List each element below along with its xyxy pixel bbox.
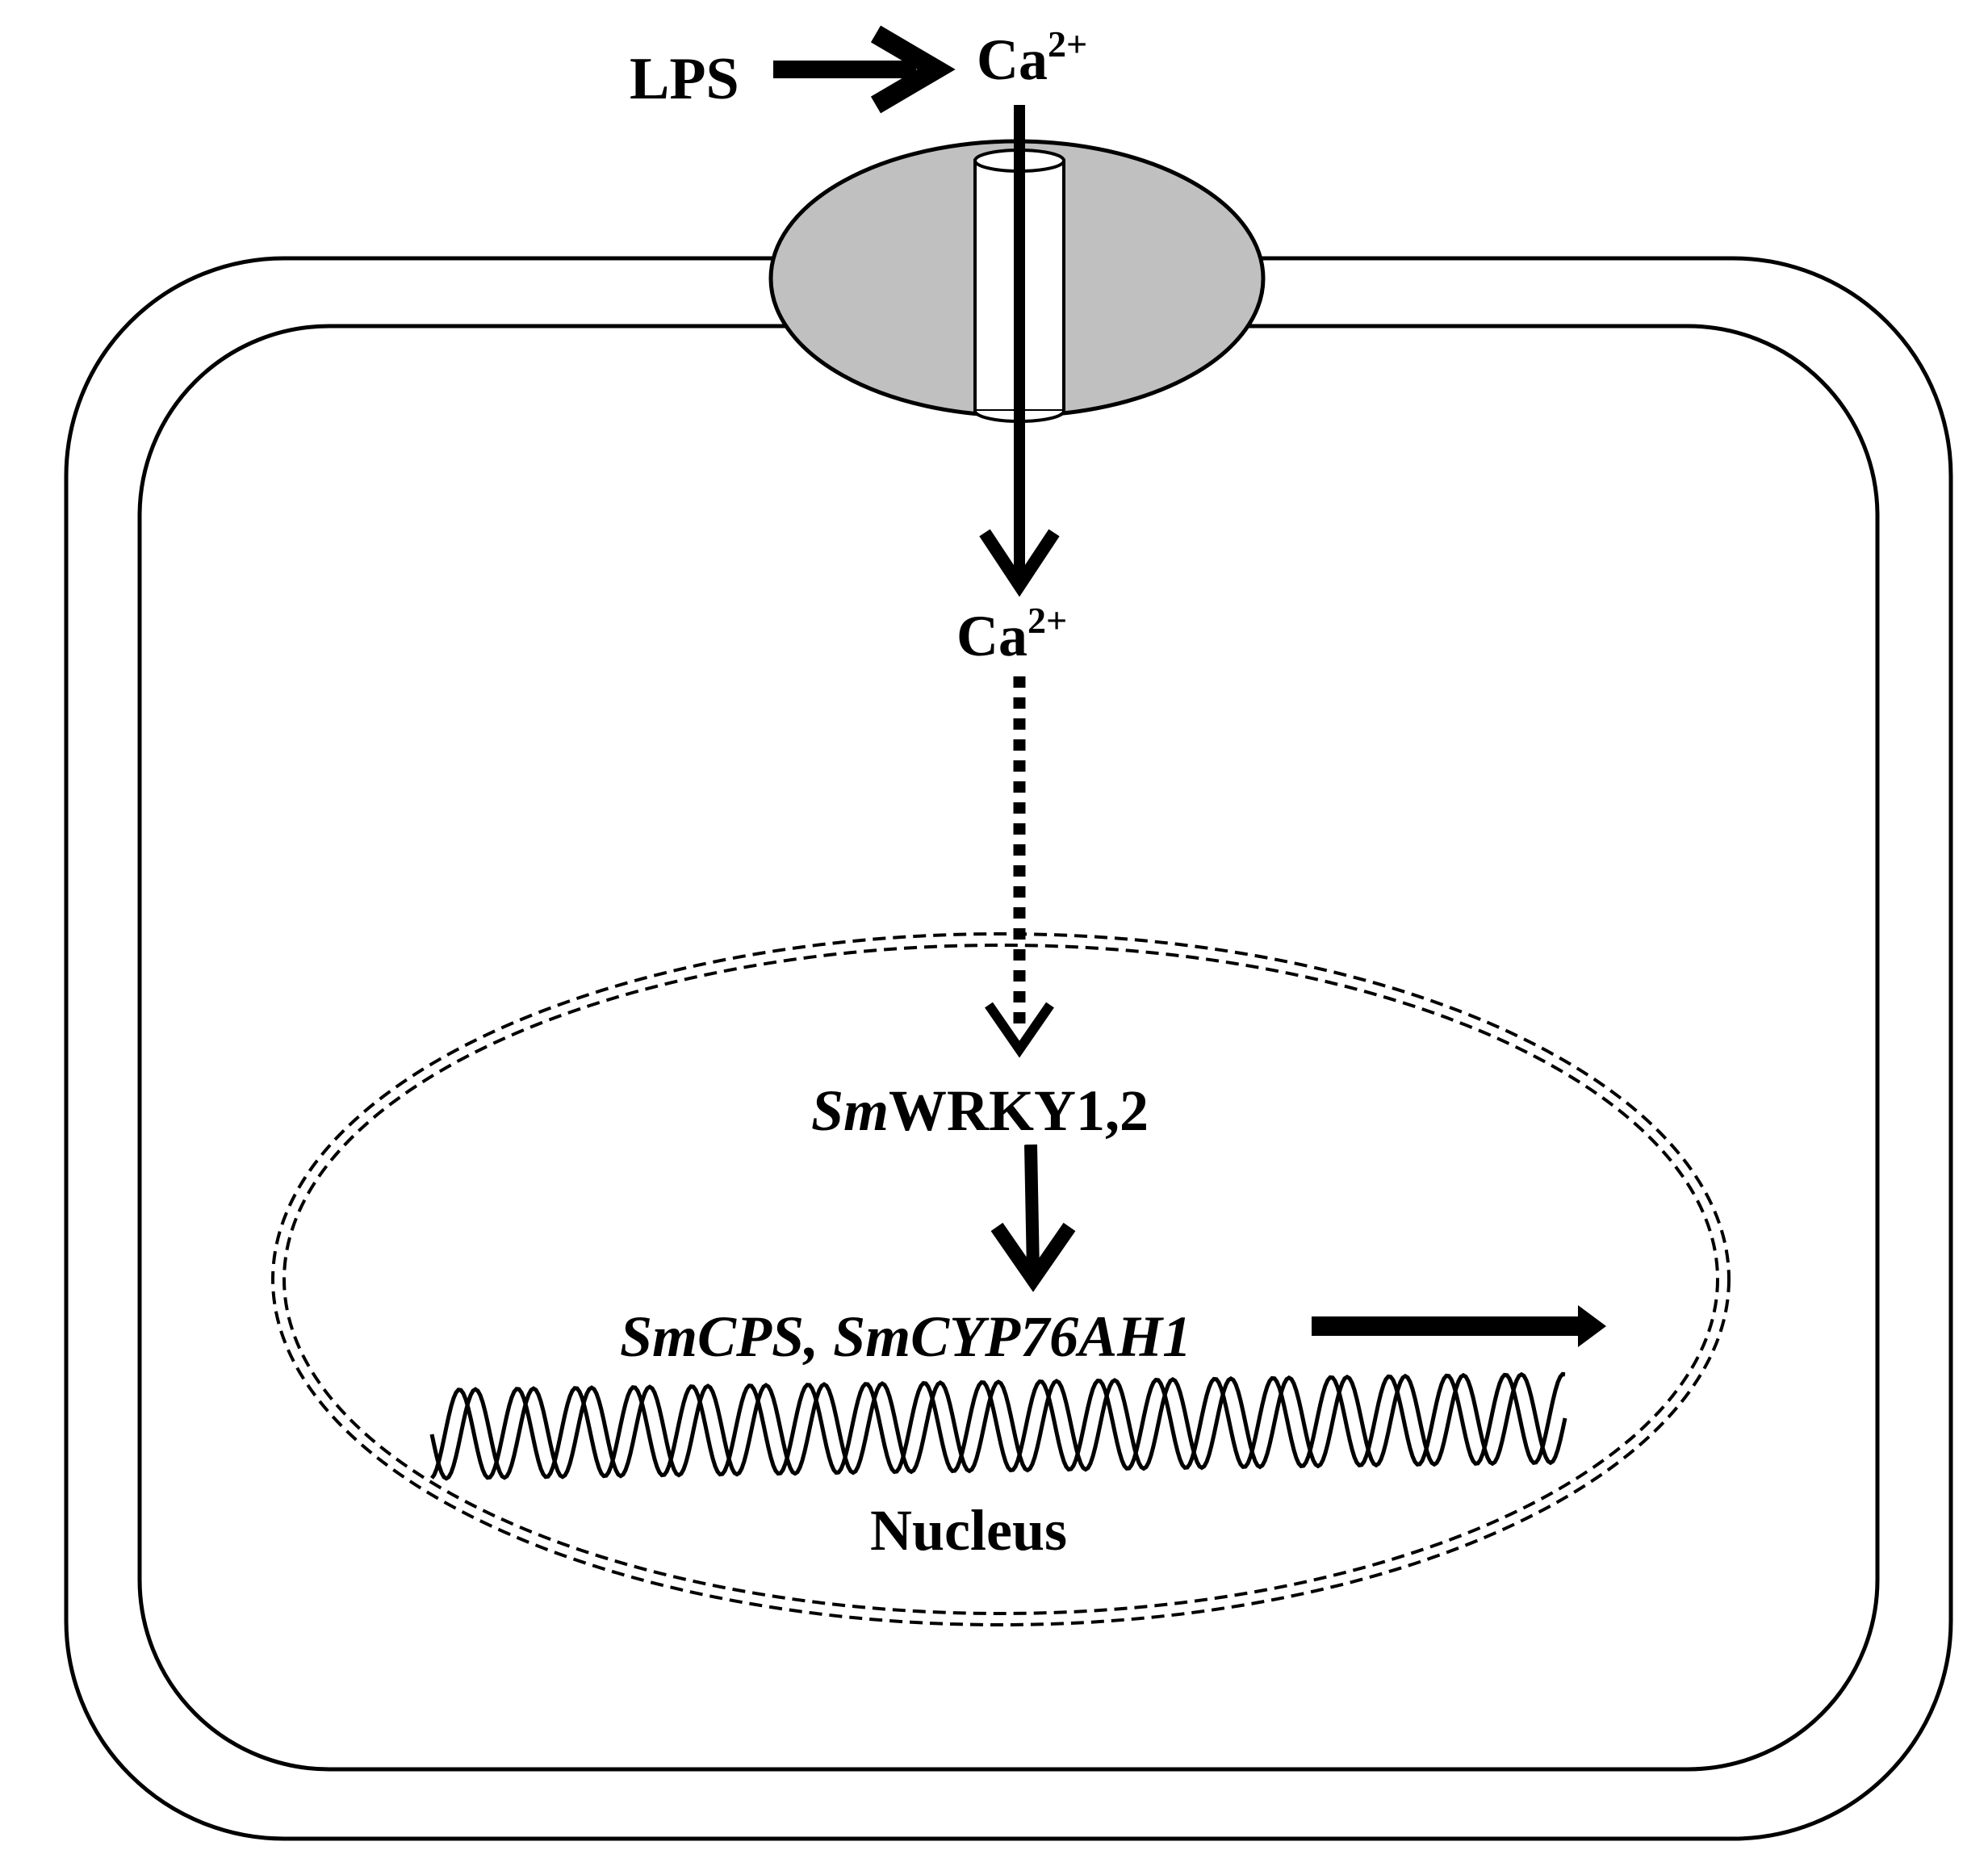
wrky-transcription-factor-label: SmWRKY1,2 <box>811 1078 1149 1143</box>
transcription-arrow <box>1312 1305 1606 1347</box>
calcium-influx-arrow <box>979 105 1060 597</box>
dna-strand-b <box>429 1371 1566 1480</box>
lps-label: LPS <box>630 46 739 112</box>
wrky-to-genes-arrow <box>990 1144 1076 1292</box>
calcium-to-wrky-dotted-arrow <box>985 676 1054 1058</box>
dna-strand-a <box>429 1371 1567 1481</box>
calcium-charge: 2+ <box>1048 23 1087 65</box>
calcium-charge: 2+ <box>1027 600 1067 641</box>
nucleus-envelope <box>271 932 1731 1626</box>
dna-double-helix <box>429 1371 1567 1481</box>
cell-wall-outer <box>64 256 1953 1841</box>
calcium-ion-cytosolic: Ca2+ <box>956 600 1067 668</box>
calcium-symbol: Ca <box>977 27 1048 92</box>
lps-to-calcium-arrow <box>773 25 956 114</box>
target-genes-label: SmCPS, SmCYP76AH1 <box>620 1304 1191 1369</box>
calcium-ion-extracellular: Ca2+ <box>977 23 1087 92</box>
wrky-gene-name: WRKY1,2 <box>889 1078 1149 1143</box>
nucleus-label: Nucleus <box>870 1498 1067 1563</box>
calcium-symbol: Ca <box>956 604 1027 668</box>
wrky-species-prefix: Sm <box>811 1078 889 1143</box>
